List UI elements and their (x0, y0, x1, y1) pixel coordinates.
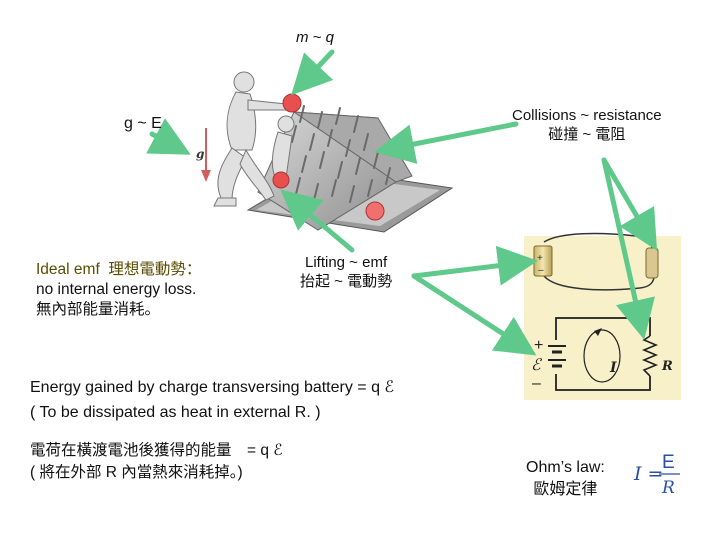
arrow-lifting-schematic (411, 273, 537, 356)
ball-top (282, 93, 302, 113)
arrow-g-E (146, 118, 191, 155)
resistor-symbol: R (661, 359, 673, 374)
zh-line2: ( 將在外部 R 內當熱來消耗掉。) (30, 464, 243, 481)
circuit-panel: + – + ℰ – R I (524, 232, 681, 400)
formula-lhs: I = (633, 463, 663, 485)
energy-statement-chinese: 電荷在橫渡電池後獲得的能量 = q ℰ ( 將在外部 R 內當熱來消耗掉。) (30, 440, 283, 484)
gravity-arrow-head (201, 170, 211, 182)
gravity-analogy-illustration: g (196, 71, 454, 233)
schematic-minus: – (532, 375, 541, 392)
ball-middle (272, 171, 290, 189)
arrow-m-q (291, 49, 335, 96)
ohms-law-chinese: 歐姆定律 (533, 481, 598, 498)
formula-denominator: R (661, 478, 675, 498)
emf-symbol: ℰ (531, 355, 543, 374)
current-symbol: I (609, 360, 617, 376)
arrow-lifting-ball (280, 189, 355, 253)
ideal-emf-title-line: Ideal emf 理想電動勢： (36, 260, 201, 280)
ohms-law-english: Ohm’s law: (526, 459, 605, 476)
formula-numerator: E (662, 452, 675, 473)
label-ohms-law: Ohm’s law: 歐姆定律 (526, 457, 605, 501)
arrow-collisions-resistor (601, 157, 658, 251)
arrow-lifting-battery (411, 245, 538, 286)
lifting-english: Lifting ~ emf (304, 254, 388, 271)
current-loop-arrow (594, 328, 602, 336)
ideal-emf-title-zh: 理想電動勢： (108, 261, 202, 278)
label-g-E: g ~ E (124, 115, 162, 132)
g-vector-symbol: g (196, 147, 204, 161)
ideal-emf-title: Ideal emf (36, 261, 100, 278)
energy-line1: Energy gained by charge transversing bat… (30, 379, 395, 396)
collisions-chinese: 碰撞 ~ 電阻 (548, 126, 626, 143)
energy-line2: ( To be dissipated as heat in external R… (30, 404, 321, 421)
ball-bottom (365, 201, 385, 221)
label-m-q: m ~ q (296, 29, 334, 46)
pointer-arrows (146, 49, 658, 356)
lifting-chinese: 抬起 ~ 電動勢 (300, 273, 393, 290)
collisions-english: Collisions ~ resistance (512, 107, 662, 124)
battery-plus-mark: + (537, 253, 543, 264)
battery-minus-mark: – (538, 265, 544, 276)
energy-statement: Energy gained by charge transversing bat… (30, 375, 394, 425)
schematic-plus: + (534, 337, 543, 354)
resistor-cylinder (645, 247, 659, 279)
ideal-emf-line3: 無內部能量消耗。 (36, 301, 161, 318)
current-loop (583, 329, 621, 383)
resistor-zigzag (641, 335, 659, 377)
ohms-law-formula: I = E R (633, 452, 680, 498)
arrow-collisions-ramp (374, 121, 519, 164)
label-ideal-emf: Ideal emf 理想電動勢： no internal energy loss… (36, 260, 201, 320)
label-lifting: Lifting ~ emf 抬起 ~ 電動勢 (300, 253, 392, 291)
zh-line1: 電荷在橫渡電池後獲得的能量 = q ℰ (30, 442, 283, 459)
ideal-emf-line2: no internal energy loss. (36, 281, 197, 298)
label-collisions: Collisions ~ resistance 碰撞 ~ 電阻 (512, 106, 662, 144)
